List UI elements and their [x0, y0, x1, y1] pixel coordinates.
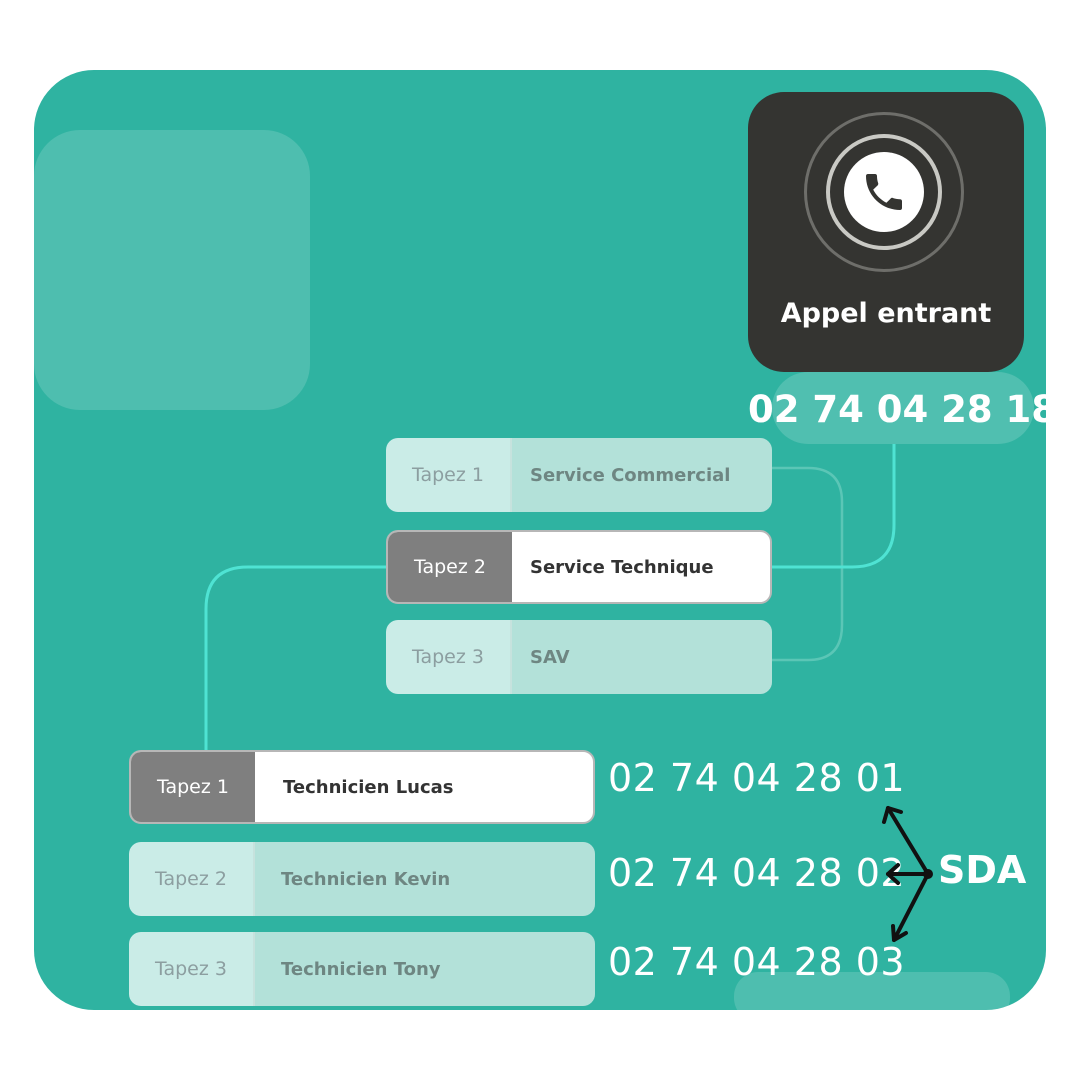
connector-number-to-service	[772, 444, 896, 569]
sda-number-kevin: 02 74 04 28 02	[608, 851, 906, 895]
sda-number-lucas: 02 74 04 28 01	[608, 756, 906, 800]
connector-service-to-technician	[204, 565, 386, 750]
menu-option-technicien-kevin[interactable]: Tapez 2 Technicien Kevin	[129, 842, 595, 916]
menu-key: Tapez 3	[129, 932, 255, 1006]
menu-label: SAV	[512, 620, 772, 694]
menu-option-sav[interactable]: Tapez 3 SAV	[386, 620, 772, 694]
menu-label: Technicien Lucas	[283, 776, 454, 798]
menu-key: Tapez 2	[388, 532, 512, 602]
arrow-up	[886, 806, 930, 876]
menu-option-technicien-tony[interactable]: Tapez 3 Technicien Tony	[129, 932, 595, 1006]
number-highlight	[772, 372, 1034, 444]
decorative-shape	[734, 972, 1010, 1010]
menu-label: Technicien Tony	[255, 932, 595, 1006]
call-ring-outer	[804, 112, 964, 272]
menu-key: Tapez 1	[386, 438, 512, 512]
incoming-call-card: Appel entrant	[748, 92, 1024, 372]
menu-key: Tapez 2	[129, 842, 255, 916]
decorative-shape	[34, 130, 310, 410]
incoming-call-label: Appel entrant	[780, 298, 992, 329]
call-ring-inner	[826, 134, 942, 250]
menu-label: Service Technique	[530, 556, 714, 578]
phone-icon	[844, 152, 924, 232]
menu-option-service-commercial[interactable]: Tapez 1 Service Commercial	[386, 438, 772, 512]
menu-label: Service Commercial	[512, 438, 772, 512]
menu-key: Tapez 1	[131, 752, 255, 822]
sda-number-tony: 02 74 04 28 03	[608, 940, 906, 984]
option-bracket-line	[772, 466, 844, 662]
menu-key: Tapez 3	[386, 620, 512, 694]
arrow-origin-dot	[923, 869, 933, 879]
arrow-down	[892, 872, 930, 942]
menu-option-technicien-lucas[interactable]: Tapez 1 Technicien Lucas	[129, 750, 595, 824]
menu-label: Technicien Kevin	[255, 842, 595, 916]
main-phone-number: 02 74 04 28 18	[748, 388, 1057, 431]
menu-option-service-technique[interactable]: Tapez 2 Service Technique	[386, 530, 772, 604]
sda-label: SDA	[938, 848, 1027, 892]
